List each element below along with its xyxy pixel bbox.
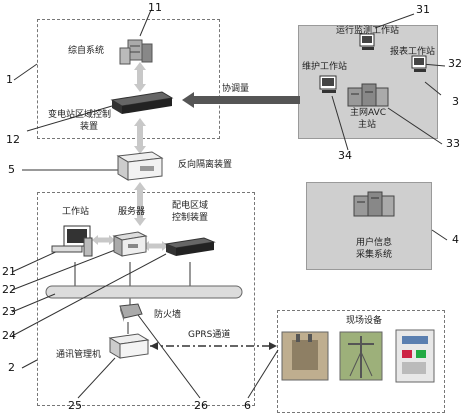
ref-number-25: 25 <box>68 399 82 412</box>
ref-number-34: 34 <box>338 149 352 162</box>
label-firewall: 防火墙 <box>154 310 182 320</box>
label-reverse-isolation: 反向隔离装置 <box>178 160 233 170</box>
ref-number-23: 23 <box>2 305 16 318</box>
ref-number-32: 32 <box>448 57 462 70</box>
ref-number-2: 2 <box>8 361 15 374</box>
ref-number-31: 31 <box>416 3 430 16</box>
label-workstation: 工作站 <box>62 207 90 217</box>
label-zonghe: 综自系统 <box>68 46 105 56</box>
ref-number-12: 12 <box>6 133 20 146</box>
distribution-system-box <box>37 192 255 406</box>
ref-number-3: 3 <box>452 95 459 108</box>
label-weihu: 维护工作站 <box>302 62 348 72</box>
label-dist-ctrl-2: 控制装置 <box>172 213 209 223</box>
ref-number-4: 4 <box>452 233 459 246</box>
label-substation-ctrl-1: 变电站区域控制 <box>48 110 112 120</box>
label-user-info-1: 用户信息 <box>356 238 393 248</box>
field-equipment-box <box>277 310 445 413</box>
label-server: 服务器 <box>118 207 146 217</box>
label-dist-ctrl-1: 配电区域 <box>172 201 209 211</box>
label-gprs: GPRS通道 <box>188 330 231 340</box>
substation-system-box <box>37 19 220 139</box>
ref-number-22: 22 <box>2 283 16 296</box>
label-comm-mgr: 通讯管理机 <box>56 350 102 360</box>
label-main-avc-1: 主网AVC <box>350 108 387 118</box>
ref-number-6: 6 <box>244 399 251 412</box>
label-baobiao: 报表工作站 <box>390 47 436 57</box>
ref-number-5: 5 <box>8 163 15 176</box>
ref-number-24: 24 <box>2 329 16 342</box>
ref-number-11: 11 <box>148 1 162 14</box>
ref-number-26: 26 <box>194 399 208 412</box>
label-field: 现场设备 <box>346 316 383 326</box>
ref-number-33: 33 <box>446 137 460 150</box>
label-main-avc-2: 主站 <box>358 120 377 130</box>
label-xietiao: 协调量 <box>222 84 250 94</box>
label-yunxing: 运行监测工作站 <box>336 26 400 36</box>
label-substation-ctrl-2: 装置 <box>80 122 99 132</box>
ref-number-21: 21 <box>2 265 16 278</box>
label-user-info-2: 采集系统 <box>356 250 393 260</box>
ref-number-1: 1 <box>6 73 13 86</box>
